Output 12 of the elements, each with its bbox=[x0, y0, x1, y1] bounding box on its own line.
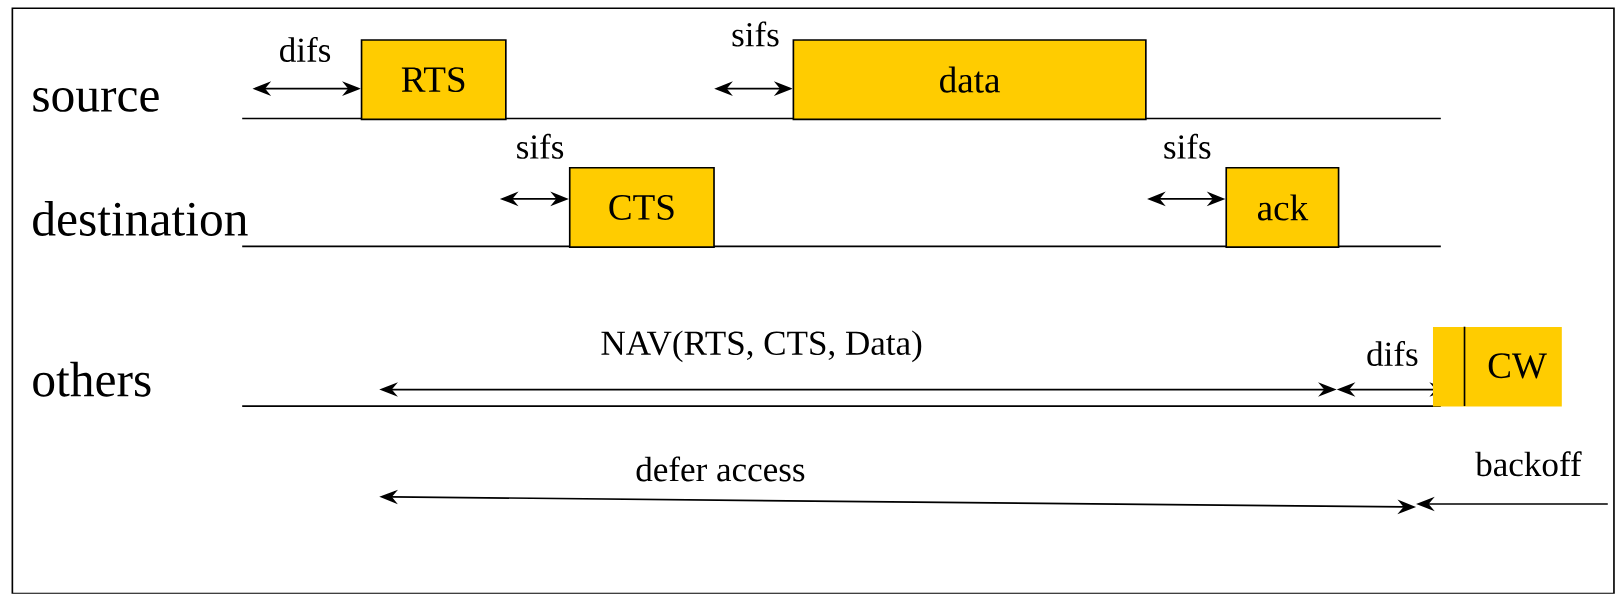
slot-box: CTS bbox=[568, 167, 715, 249]
row-label: others bbox=[33, 362, 151, 397]
row-label: source bbox=[33, 88, 159, 113]
interval-label: sifs bbox=[1164, 134, 1211, 160]
slot-box: ack bbox=[1225, 167, 1340, 249]
slot-box: CW bbox=[1433, 326, 1562, 408]
slot-box: RTS bbox=[360, 39, 507, 121]
interval-label: defer access bbox=[636, 456, 805, 482]
interval-label: sifs bbox=[732, 21, 779, 47]
interval-label: sifs bbox=[517, 134, 564, 160]
slot-box: data bbox=[792, 39, 1147, 121]
interval-label: backoff bbox=[1475, 451, 1582, 477]
